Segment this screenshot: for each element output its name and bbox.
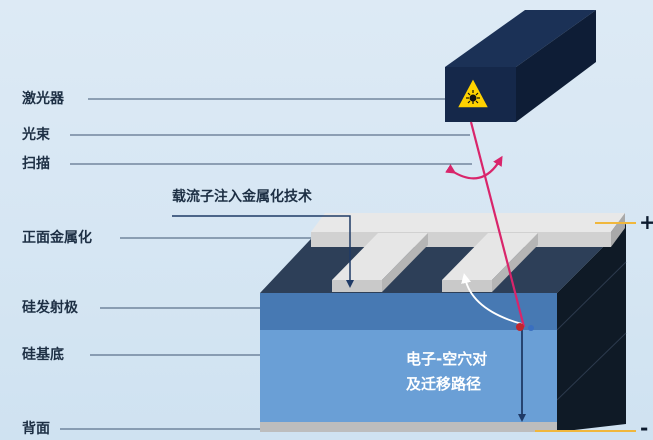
metal-finger-1-top: [332, 233, 428, 280]
electron-hole-dot-blue: [528, 325, 534, 331]
positive-pole: +: [639, 210, 653, 234]
label-beam: 光束: [22, 127, 50, 143]
laser-box-side: [516, 10, 596, 122]
label-front-metal: 正面金属化: [22, 230, 92, 246]
label-electron-hole-line2: 及迁移路径: [406, 375, 482, 393]
laser-box-top: [445, 10, 596, 67]
label-electron-hole-line1: 电子-空穴对: [406, 350, 488, 368]
negative-pole: -: [640, 416, 649, 440]
label-carrier-tech: 载流子注入金属化技术: [172, 189, 312, 205]
front-metal-busbar-front: [311, 232, 611, 247]
silicon-substrate: [260, 330, 557, 422]
metal-finger-1-end: [382, 233, 428, 292]
front-metal-busbar-top: [311, 213, 625, 232]
leader-lines: [60, 98, 472, 430]
label-substrate: 硅基底: [22, 347, 64, 363]
front-metal-busbar-side: [611, 213, 625, 247]
label-scan: 扫描: [22, 156, 50, 172]
metal-finger-2-top: [442, 233, 538, 280]
label-back: 背面: [22, 421, 50, 437]
silicon-emitter-layer: [260, 293, 557, 330]
back-contact: [260, 422, 557, 432]
metal-finger-1-side: [332, 280, 382, 292]
label-emitter: 硅发射极: [22, 300, 78, 316]
laser-warning-icon: [455, 76, 491, 109]
hole-migration-path: [461, 273, 523, 325]
label-laser: 激光器: [22, 91, 64, 107]
electron-hole-dot-red: [516, 323, 524, 331]
scan-arrow: [445, 155, 503, 180]
cell-side-face: [557, 224, 626, 432]
metal-finger-2-end: [492, 233, 538, 292]
carrier-tech-leader: [172, 215, 354, 288]
